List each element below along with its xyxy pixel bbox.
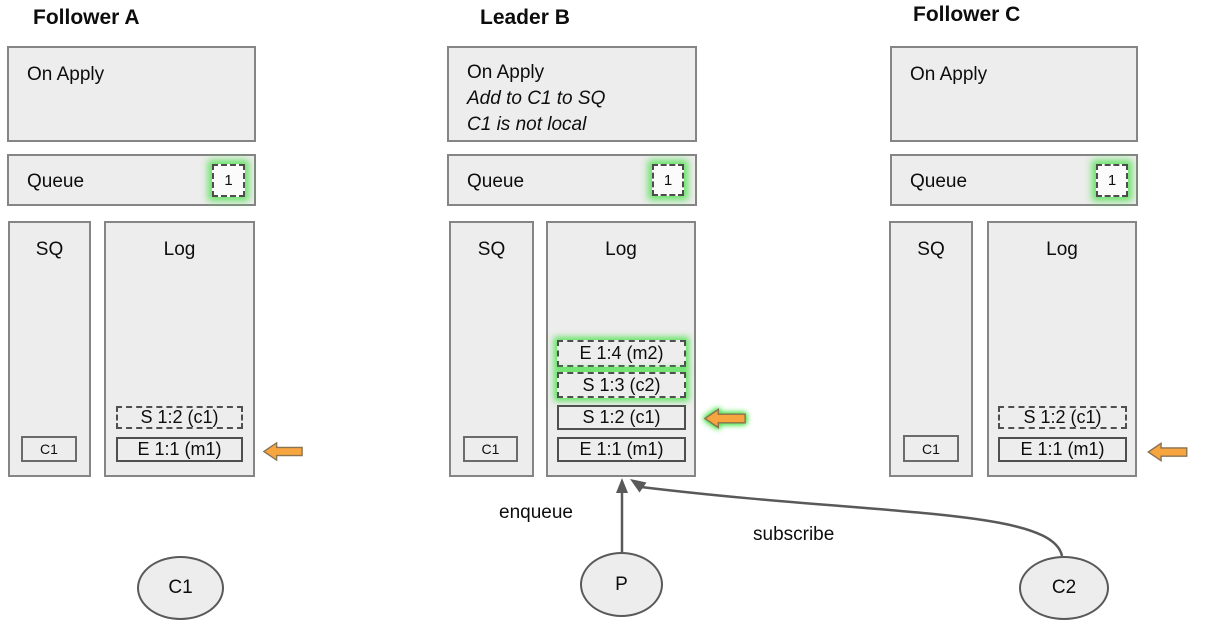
queue-count-badge: 1 [652,164,684,196]
actor-label: C1 [168,577,193,598]
sq-label: SQ [917,239,945,260]
sq-entry-label: C1 [481,441,500,457]
sq-box-b: SQ [449,221,534,477]
orange-arrow-left-icon [703,408,746,429]
edge-label-enqueue: enqueue [499,502,573,523]
column-title-leader-b: Leader B [480,6,570,29]
log-entry-label: E 1:1 (m1) [137,439,222,459]
on-apply-note-1: Add to C1 to SQ [467,88,606,109]
queue-count: 1 [224,172,233,189]
on-apply-box-b: On Apply Add to C1 to SQ C1 is not local [447,46,697,142]
log-label: Log [163,239,196,260]
column-title-follower-c: Follower C [913,3,1021,26]
sq-label: SQ [35,239,64,260]
log-entry-label: E 1:1 (m1) [1020,439,1105,459]
on-apply-box-a: On Apply [7,46,256,142]
log-label: Log [1046,239,1078,260]
orange-arrow-left-icon [263,441,303,462]
log-entry-label: E 1:1 (m1) [579,439,664,459]
on-apply-note-2: C1 is not local [467,114,587,135]
log-entry-label: S 1:2 (c1) [1023,407,1102,427]
log-entry: E 1:1 (m1) [557,437,686,462]
actor-circle-c1: C1 [137,556,224,620]
queue-label: Queue [467,171,525,192]
queue-label: Queue [910,171,968,192]
actor-label: C2 [1051,577,1077,598]
subscribe-arrow [630,479,1064,557]
actor-circle-p: P [580,552,663,617]
column-title-follower-a: Follower A [33,6,140,29]
log-entry: E 1:4 (m2) [557,340,686,367]
on-apply-text: On Apply Add to C1 to SQ C1 is not local [467,60,605,138]
on-apply-box-c: On Apply [890,46,1138,142]
log-entry-label: E 1:4 (m2) [579,343,664,363]
on-apply-label: On Apply [467,62,545,83]
orange-arrow-left-icon [1147,441,1188,463]
sq-entry-c1: C1 [21,436,77,462]
log-entry: E 1:1 (m1) [116,437,243,462]
actor-circle-c2: C2 [1019,556,1109,620]
sq-entry-label: C1 [40,441,58,457]
log-entry: S 1:2 (c1) [116,406,243,429]
sq-label: SQ [477,239,506,260]
on-apply-label: On Apply [27,64,105,85]
queue-count: 1 [1107,172,1117,189]
sq-box-a: SQ [8,221,91,477]
sq-entry-c1: C1 [903,435,959,462]
sq-box-c: SQ [889,221,973,477]
queue-box-c: Queue [890,154,1138,206]
log-entry-label: S 1:2 (c1) [140,407,219,427]
log-entry-label: S 1:2 (c1) [582,407,661,427]
log-box-a: Log [104,221,255,477]
enqueue-arrow [616,478,628,552]
log-label: Log [605,239,637,260]
queue-label: Queue [27,171,85,192]
queue-count: 1 [663,171,673,189]
log-entry: S 1:2 (c1) [998,406,1127,429]
sq-entry-label: C1 [922,440,940,457]
on-apply-label: On Apply [910,64,988,85]
actor-label: P [615,573,628,595]
queue-count-badge: 1 [212,164,245,197]
edge-label-subscribe: subscribe [753,524,835,545]
log-entry-label: S 1:3 (c2) [582,374,661,395]
sq-entry-c1: C1 [463,436,518,462]
log-entry: S 1:2 (c1) [557,405,686,430]
queue-count-badge: 1 [1096,164,1128,197]
log-box-c: Log [987,221,1137,477]
log-entry: E 1:1 (m1) [998,437,1127,462]
log-entry: S 1:3 (c2) [557,372,686,398]
